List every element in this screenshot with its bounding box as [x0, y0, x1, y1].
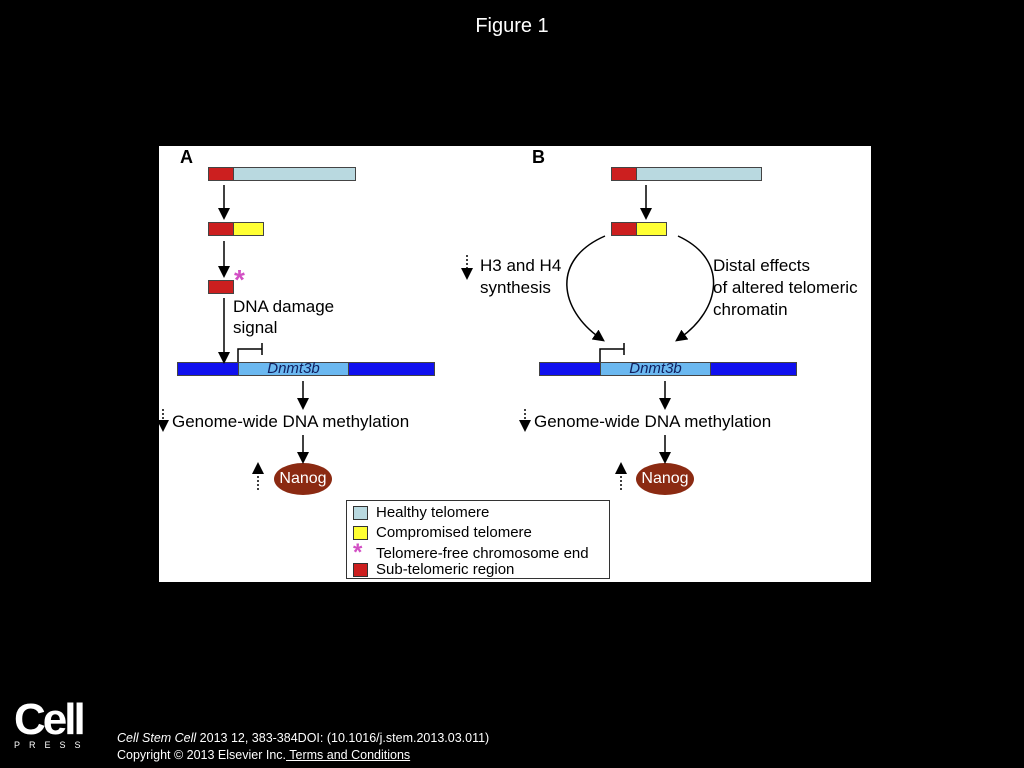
dnmt3b-label-a: Dnmt3b	[267, 360, 320, 377]
nanog-a: Nanog	[274, 463, 332, 495]
nanog-b: Nanog	[636, 463, 694, 495]
subtelomeric-segment	[208, 280, 234, 294]
dna-damage-text: DNA damage	[233, 297, 335, 316]
methylation-text-b: Genome-wide DNA methylation	[534, 412, 772, 431]
dnmt3b-gene-a	[238, 362, 349, 376]
distal-effects-text: Distal effects	[713, 256, 811, 275]
dnmt3b-label-b: Dnmt3b	[629, 360, 682, 377]
figure-title: Figure 1	[475, 15, 549, 37]
citation: Cell Stem Cell 2013 12, 383-384DOI: (10.…	[117, 731, 490, 745]
curved-arrow-right	[675, 235, 715, 342]
dnmt3b-gene-b	[600, 362, 711, 376]
compromised-telomere-segment	[636, 222, 667, 236]
promoter-a-icon	[237, 348, 262, 362]
panel-b-label: B	[532, 147, 545, 167]
legend-item-telomere-free: *Telomere-free chromosome end	[353, 539, 589, 566]
legend-item-healthy: Healthy telomere	[353, 504, 489, 521]
methylation-text-a: Genome-wide DNA methylation	[172, 412, 410, 431]
promoter-b-icon	[599, 348, 624, 362]
synthesis-text: synthesis	[480, 278, 551, 297]
chromatin-text: chromatin	[713, 300, 788, 319]
altered-telomeric-text: of altered telomeric	[713, 278, 858, 297]
legend-item-compromised: Compromised telomere	[353, 524, 532, 541]
terms-link[interactable]: Terms and Conditions	[286, 748, 411, 762]
panel-a-label: A	[180, 147, 193, 167]
healthy-telomere-segment	[636, 167, 762, 181]
legend-item-subtelomeric: Sub-telomeric region	[353, 561, 514, 578]
copyright: Copyright © 2013 Elsevier Inc. Terms and…	[117, 748, 411, 762]
healthy-telomere-segment	[233, 167, 356, 181]
telomere-free-asterisk-icon: *	[234, 264, 245, 295]
curved-arrow-left	[566, 235, 606, 342]
signal-text: signal	[233, 318, 278, 337]
h3h4-text: H3 and H4	[480, 256, 562, 275]
compromised-telomere-segment	[233, 222, 264, 236]
legend: Healthy telomere Compromised telomere *T…	[346, 500, 610, 579]
